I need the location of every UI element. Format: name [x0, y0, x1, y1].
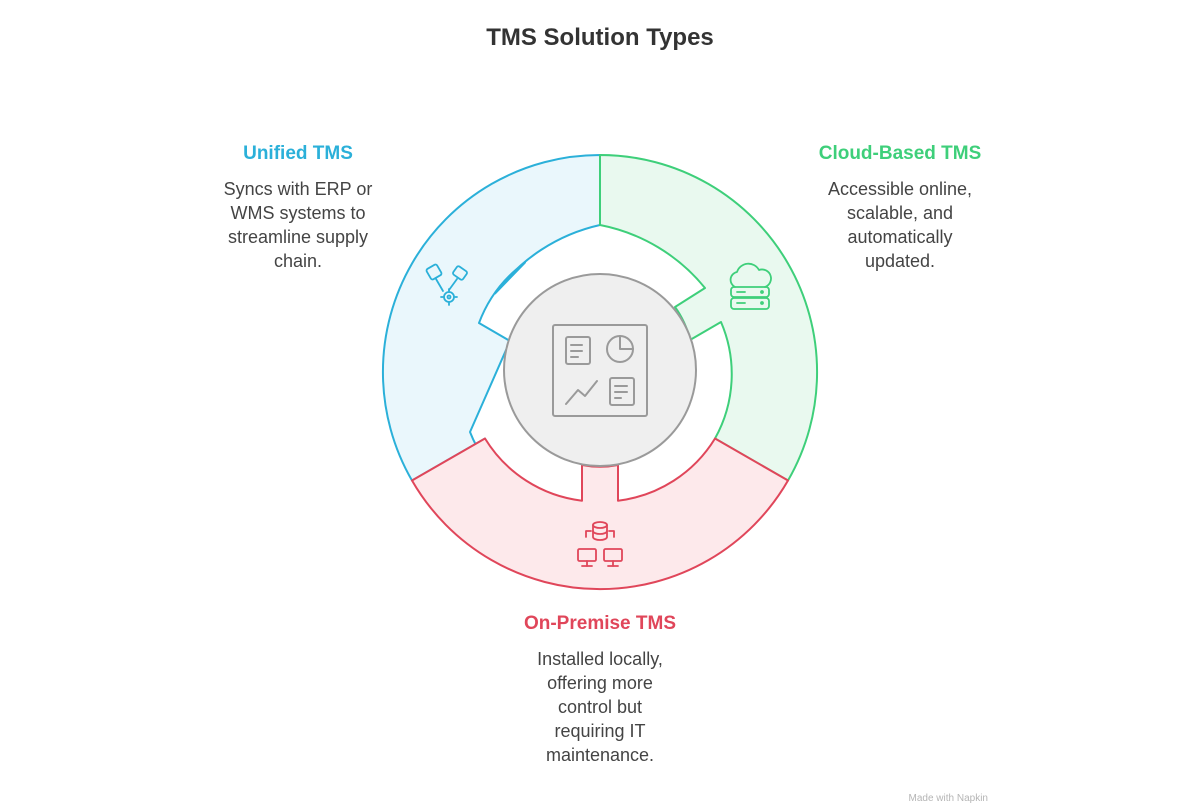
cloud-tms-description: Accessible online, scalable, and automat…	[827, 179, 973, 271]
cloud-tms-heading: Cloud-Based TMS	[818, 143, 982, 164]
unified-tms-label: Unified TMS Syncs with ERP or WMS system…	[188, 143, 408, 273]
cloud-server-icon	[729, 262, 772, 310]
onprem-tms-heading: On-Premise TMS	[523, 613, 677, 634]
database-network-icon	[577, 521, 623, 567]
cloud-tms-label: Cloud-Based TMS Accessible online, scala…	[790, 143, 1010, 273]
unified-tms-heading: Unified TMS	[243, 143, 353, 164]
dashboard-icon	[552, 324, 648, 417]
segment-unified	[382, 154, 601, 482]
onprem-tms-label: On-Premise TMS Installed locally, offeri…	[490, 613, 710, 767]
tools-gear-icon	[425, 263, 468, 306]
segment-onprem	[411, 437, 789, 591]
napkin-credit: Made with Napkin	[908, 793, 988, 804]
hub-circle	[503, 273, 697, 467]
page-title: TMS Solution Types	[486, 24, 714, 51]
unified-tms-description: Syncs with ERP or WMS systems to streaml…	[223, 179, 373, 271]
onprem-tms-description: Installed locally, offering more control…	[537, 649, 663, 765]
